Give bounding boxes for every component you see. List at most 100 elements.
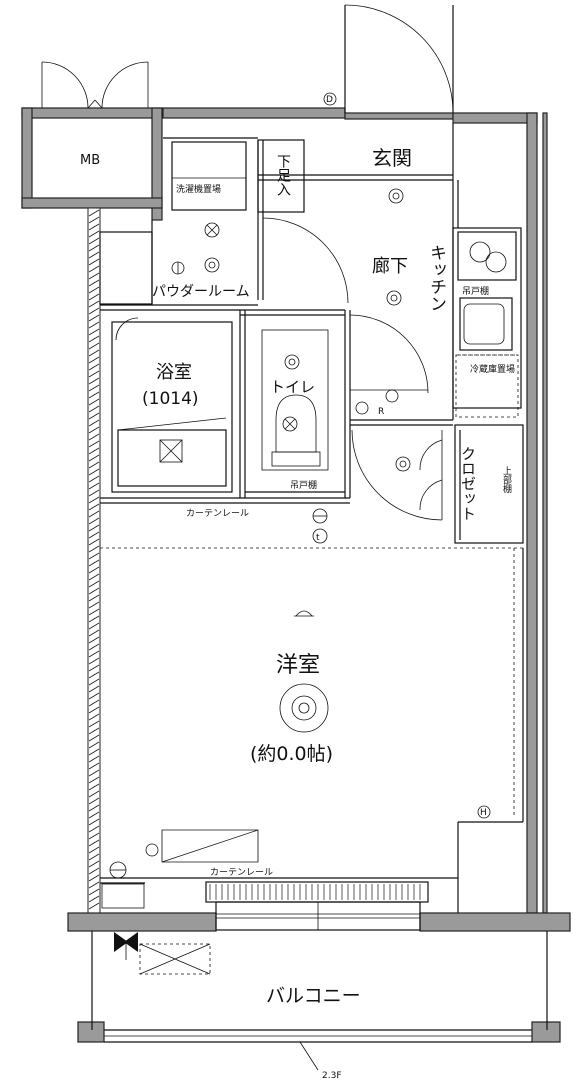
hatch-line [88,664,100,672]
hatch-line [88,629,100,637]
shelf-label: 吊戸棚 [462,285,489,297]
hatch-line [88,748,100,756]
hatch-line [88,734,100,742]
hatch-line [88,461,100,469]
hatch-line [88,566,100,574]
hatch-line [88,636,100,644]
window-ticks [209,884,421,900]
kitchen-sink [463,241,507,345]
hatch-line [88,363,100,371]
bath-label: 浴室 [156,362,192,383]
balcony [91,931,548,1071]
washer-label: 洗濯機置場 [176,183,221,195]
hatch-line [88,209,100,217]
hatch-line [88,580,100,588]
shoe-box-label: 下足入 [275,154,291,196]
hatch-line [88,594,100,602]
hatch-line [88,244,100,252]
hatch-line [88,300,100,308]
hatch-line [88,769,100,777]
hatch-line [88,622,100,630]
hatch-line [88,699,100,707]
hatch-line [88,846,100,854]
hatch-line [88,573,100,581]
hatch-line [88,832,100,840]
t-mark: t [316,533,320,543]
entrance-door [344,4,454,114]
hatch-line [88,454,100,462]
hatch-line [88,867,100,875]
hatch-line [88,230,100,238]
hatch-line [88,790,100,798]
hatch-line [88,475,100,483]
hatch-line [88,440,100,448]
hatch-line [88,685,100,693]
hatch-line [88,503,100,511]
hatch-line [88,895,100,903]
hatch-line [88,860,100,868]
hatch-line [88,874,100,882]
curtain-rail-label: カーテンレール [186,508,249,519]
hatch-line [88,391,100,399]
cabinet-label: 吊戸棚 [290,479,317,491]
hatch-line [88,405,100,413]
hatch-line [88,804,100,812]
hatch-line [88,356,100,364]
hatch-line [88,370,100,378]
shelf-top-label: 上部棚 [501,466,512,494]
hatch-line [88,643,100,651]
hatch-line [88,412,100,420]
hatch-line [88,468,100,476]
hatch-line [88,328,100,336]
hatch-line [88,545,100,553]
hatch-line [88,713,100,721]
hatch-line [88,216,100,224]
hatch-line [88,741,100,749]
hatch-line [88,349,100,357]
hatch-line [88,223,100,231]
hatch-line [88,811,100,819]
hatch-line [88,881,100,889]
kitchen-label: キッチン [426,244,446,312]
hatch-line [88,818,100,826]
light-symbols [204,188,411,733]
hatch-line [88,762,100,770]
hatch-line [88,321,100,329]
hatch-line [88,902,100,910]
hatch-line [88,657,100,665]
hatch-line [88,608,100,616]
hatch-line [88,377,100,385]
hatch-line [88,587,100,595]
hatch-line [88,839,100,847]
hatch-line [88,783,100,791]
toilet-bowl [271,394,321,467]
r-mark: R [378,407,384,417]
powder-room-label: パウダールーム [152,284,250,300]
corridor-label: 廊下 [372,256,408,277]
hatch-line [88,678,100,686]
hatch-line [88,517,100,525]
mb-label: MB [80,153,100,168]
hatch-line [88,258,100,266]
hatch-line [88,727,100,735]
hatch-line [88,447,100,455]
hatch-line [88,286,100,294]
curtain-rail-label-2: カーテンレール [210,867,273,878]
hatch-line [88,510,100,518]
entrance-label: 玄関 [372,146,412,170]
hatch-line [88,342,100,350]
hatch-line [88,692,100,700]
toilet-label: トイレ [270,378,315,396]
bath-size-label: (1014) [142,389,199,409]
left-wall-hatch [88,209,100,910]
hatch-line [88,720,100,728]
hatch-line [88,265,100,273]
hatch-line [88,314,100,322]
western-size-label: (約0.0帖) [250,743,333,765]
hatch-line [88,489,100,497]
hatch-line [88,426,100,434]
d-mark: D [326,95,333,105]
window-sash [205,881,429,931]
interior-walls [99,123,524,913]
